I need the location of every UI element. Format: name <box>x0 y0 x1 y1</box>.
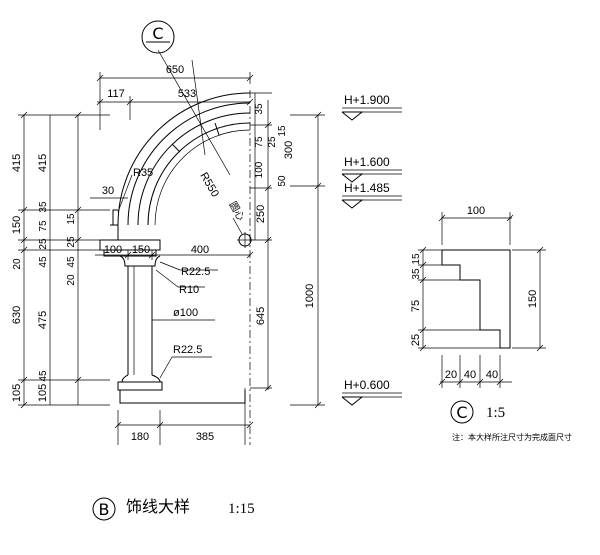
elevation-marker-3: H+1.485 <box>341 181 402 209</box>
dim-right-250: 250 <box>255 205 267 223</box>
callout-c-leader-2 <box>191 59 206 156</box>
dim-left-415-outer: 415 <box>11 154 23 172</box>
label-diameter: ø100 <box>173 307 198 319</box>
dim-cap-30: 30 <box>102 185 114 197</box>
dim-right-645: 645 <box>255 307 267 325</box>
dim-bottom-180: 180 <box>131 431 149 443</box>
left-dimension-lines <box>18 111 110 409</box>
dim-left-25: 25 <box>38 238 49 250</box>
callout-c-leader <box>157 49 231 176</box>
c-dim-bottom-20: 20 <box>445 369 457 381</box>
dim-right-100: 100 <box>254 161 265 178</box>
callout-c-marker: C <box>141 20 175 54</box>
dim-cap-100: 100 <box>104 244 122 256</box>
elevation-marker-4: H+0.600 <box>341 378 402 406</box>
arch-moulding-outline <box>99 92 251 404</box>
dim-left-45-b: 45 <box>38 370 49 382</box>
dim-left-45-a: 45 <box>38 256 49 268</box>
dim-left-20-inner: 20 <box>66 274 77 286</box>
dim-left-150: 150 <box>11 216 23 234</box>
svg-text:H+0.600: H+0.600 <box>344 378 390 392</box>
detail-c-note: 注：本大样所注尺寸为完成面尺寸 <box>452 432 572 442</box>
label-r35: R35 <box>133 167 153 179</box>
detail-b-marker: B <box>99 500 110 519</box>
dim-right-50: 50 <box>277 175 288 187</box>
c-dim-150: 150 <box>527 290 539 308</box>
dim-left-105-inner: 105 <box>37 384 49 402</box>
elevation-marker-1: H+1.900 <box>341 93 402 121</box>
detail-b-scale: 1:15 <box>228 501 255 517</box>
detail-c-scale: 1:5 <box>486 405 505 421</box>
right-dimension-lines <box>250 92 272 392</box>
c-dim-25: 25 <box>410 334 422 346</box>
r22-leader-1 <box>159 261 181 271</box>
dim-right-35: 35 <box>254 103 265 115</box>
dim-left-630: 630 <box>11 306 23 324</box>
label-r22-5-top: R22.5 <box>181 266 210 278</box>
dim-top-117: 117 <box>107 88 125 100</box>
dim-left-475: 475 <box>37 311 49 329</box>
dim-left-15: 15 <box>66 213 77 225</box>
detail-c-title: C 1:5 注：本大样所注尺寸为完成面尺寸 <box>450 400 572 442</box>
svg-text:C: C <box>152 24 163 43</box>
dim-left-20-outer: 20 <box>12 258 23 270</box>
dim-left-25-b: 25 <box>66 236 77 248</box>
c-dim-bottom-40-b: 40 <box>486 369 498 381</box>
dim-top-650: 650 <box>166 64 184 76</box>
label-r22-5-bottom: R22.5 <box>173 344 202 356</box>
svg-text:H+1.900: H+1.900 <box>344 93 390 107</box>
bottom-dimension-lines <box>114 410 254 445</box>
dim-right-25: 25 <box>267 136 278 148</box>
dim-left-45-c: 45 <box>66 256 77 268</box>
svg-text:H+1.485: H+1.485 <box>344 181 390 195</box>
dim-cap-150: 150 <box>132 244 150 256</box>
label-centre: 圆心 <box>226 200 246 223</box>
dim-bottom-385: 385 <box>196 431 214 443</box>
svg-text:H+1.600: H+1.600 <box>344 155 390 169</box>
dim-right-300: 300 <box>283 141 295 159</box>
arch-centre-lines <box>237 90 253 445</box>
elevation-marker-2: H+1.600 <box>341 155 402 183</box>
dim-top-533: 533 <box>178 88 196 100</box>
r22-leader-2 <box>159 356 173 379</box>
c-dim-75: 75 <box>410 300 422 312</box>
dim-left-35: 35 <box>38 201 49 213</box>
center-leader <box>232 217 243 235</box>
detail-b-title-text: 饰线大样 <box>126 497 190 516</box>
c-dim-15: 15 <box>411 253 422 265</box>
dim-right-1000: 1000 <box>304 284 316 308</box>
dim-right-75: 75 <box>254 136 265 148</box>
dim-left-415-inner: 415 <box>37 154 49 172</box>
top-dimensions <box>96 72 254 130</box>
c-dim-top-100: 100 <box>467 205 485 217</box>
cap-dimension-lines <box>90 197 254 260</box>
overall-height-dimension <box>290 111 325 409</box>
section-c-profile <box>441 249 511 349</box>
r10-leader <box>155 269 179 288</box>
label-r10: R10 <box>179 284 199 296</box>
detail-b-title: B 饰线大样 1:15 <box>92 497 255 521</box>
c-dim-35: 35 <box>411 268 422 280</box>
dim-left-105-outer: 105 <box>11 384 23 402</box>
c-dim-bottom-40-a: 40 <box>464 369 476 381</box>
dim-cap-400: 400 <box>191 244 209 256</box>
dim-right-15: 15 <box>277 125 288 137</box>
label-r550: R550 <box>197 171 221 200</box>
r35-leader <box>117 174 133 213</box>
dim-left-75: 75 <box>38 220 49 232</box>
detail-c-marker: C <box>456 403 467 422</box>
section-c-dims <box>418 212 546 388</box>
